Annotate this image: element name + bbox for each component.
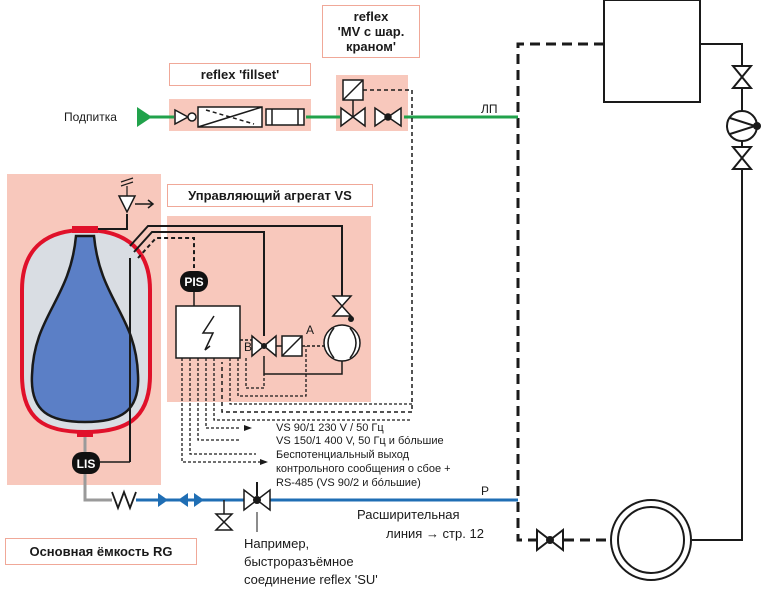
vessel-to-vs-pipes — [129, 225, 343, 336]
mv-title-line-3: краном' — [345, 39, 396, 54]
mv-title-line-2: 'MV с шар. — [337, 24, 405, 39]
vessel-compensator — [111, 489, 137, 511]
solenoid-diag — [342, 79, 364, 101]
fillset-check-dot — [187, 112, 197, 122]
flow-pipe — [692, 43, 743, 541]
wire-2 — [197, 358, 240, 441]
vs-pipe-outer — [129, 225, 343, 296]
mv-valve — [221, 79, 413, 413]
power-text-1: VS 90/1 230 V / 50 Гц — [276, 422, 384, 434]
vessel-bladder — [30, 234, 140, 424]
fillset-unit — [174, 106, 305, 128]
control-unit — [175, 292, 361, 375]
pump-dot — [753, 122, 761, 130]
coupling-text-1: Например, — [244, 536, 309, 551]
lightning-icon — [201, 315, 215, 351]
signal-text-2: контрольного сообщения о сбое + — [276, 463, 451, 475]
pump-valve-dot — [348, 316, 354, 322]
valve-a-diag — [281, 335, 303, 357]
heating-circuit — [516, 0, 761, 581]
signal-wires — [181, 346, 412, 463]
return-valve-dot — [546, 536, 554, 544]
vs-dashed-pipe — [137, 237, 195, 268]
wire-1 — [189, 358, 256, 455]
signal-arrow — [260, 459, 268, 465]
fillset-dashed-diag — [205, 109, 255, 125]
heat-generator — [603, 0, 701, 103]
coupling-dot — [253, 496, 261, 504]
consumer-inner — [617, 506, 685, 574]
pis-label: PIS — [184, 275, 203, 289]
valve-b-return — [263, 356, 343, 375]
coupling-text-3: соединение reflex 'SU' — [244, 572, 378, 587]
power-arrow — [244, 425, 252, 431]
safety-valve-spring — [120, 177, 134, 196]
wire-5 — [229, 358, 412, 405]
vessel-title: Основная ёмкость RG — [5, 538, 197, 565]
lis-label: LIS — [77, 457, 96, 471]
controller-box — [175, 305, 241, 359]
fillset-check-valve — [174, 108, 190, 126]
wire-lis — [181, 358, 266, 463]
a-label: A — [306, 323, 314, 337]
vs-pump-arcs — [327, 327, 357, 359]
pump-valve — [331, 295, 353, 317]
return-dashed-pipe — [516, 42, 604, 542]
vessel-top-flange — [72, 226, 98, 233]
wire-7 — [245, 358, 265, 389]
signal-text-1: Беспотенциальный выход — [276, 449, 410, 461]
coupling-text-2: быстроразъёмное — [244, 554, 354, 569]
expansion-text-1: Расширительная — [357, 507, 460, 522]
vessel-bottom-flange — [77, 430, 93, 437]
vessel-vent-pipe — [98, 214, 128, 230]
circuit-valve-1 — [730, 65, 754, 89]
ball-valve-dot — [384, 113, 392, 121]
fillset-title: reflex 'fillset' — [169, 63, 311, 86]
feed-arrow — [137, 107, 152, 127]
vs-pipe-inner — [133, 231, 265, 336]
solenoid-valve — [340, 106, 366, 128]
control-unit-title: Управляющий агрегат VS — [167, 184, 373, 207]
vs-pump — [323, 324, 361, 362]
expansion-text-2: линия → стр. 12 — [386, 526, 484, 541]
blue-arrow-2 — [194, 493, 204, 507]
valve-b-dot — [261, 343, 267, 349]
p-label: P — [481, 484, 489, 498]
feed-label: Подпитка — [64, 110, 117, 124]
wire-4 — [213, 358, 412, 421]
safety-valve-outlet — [135, 199, 155, 209]
lis-badge — [72, 452, 100, 474]
lp-label: ЛП — [481, 102, 498, 116]
power-text-2: VS 150/1 400 V, 50 Гц и бóльшие — [276, 435, 444, 447]
consumer-outer — [610, 499, 692, 581]
expansion-line-group — [136, 482, 518, 532]
b-label: B — [244, 340, 252, 354]
feed-line — [137, 107, 518, 127]
fillset-filter — [265, 108, 305, 126]
mv-valve-title: reflex 'MV с шар. краном' — [322, 5, 420, 58]
expansion-vessel — [20, 177, 155, 511]
mv-control-dashed — [221, 89, 413, 413]
blue-arrow-1 — [158, 493, 188, 507]
pis-badge — [180, 271, 208, 292]
circuit-valve-2 — [730, 146, 754, 170]
mv-title-line-1: reflex — [353, 9, 389, 24]
drain-valve — [214, 513, 234, 531]
wire-3 — [205, 358, 240, 429]
signal-text-3: RS-485 (VS 90/2 и бóльшие) — [276, 477, 421, 489]
wire-6 — [237, 346, 307, 397]
